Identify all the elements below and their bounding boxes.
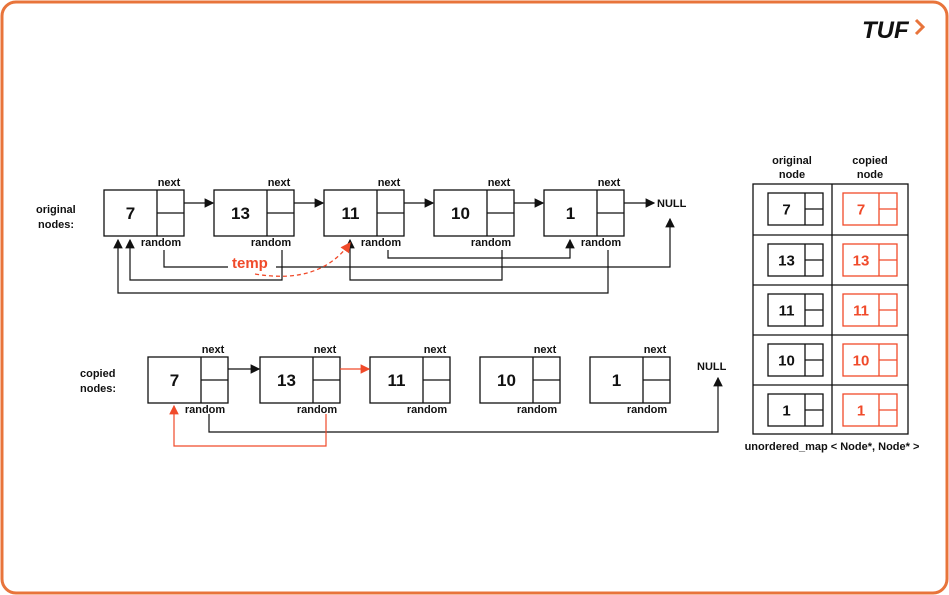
node-value: 13 [277, 371, 296, 390]
original-label-2: nodes: [38, 219, 74, 231]
node-value: 10 [451, 204, 470, 223]
temp-dashed-arrow [254, 241, 351, 277]
node-value: 11 [853, 302, 869, 319]
original-node-1: 13 next random [213, 177, 295, 249]
map-original-node-2: 11 [767, 293, 824, 327]
copied-label: copied [80, 368, 115, 380]
node-value: 10 [778, 352, 795, 369]
random-label: random [517, 404, 558, 416]
copied-node-0: 7 next random [147, 344, 229, 416]
original-label: original [36, 204, 76, 216]
map-copied-node-1: 13 [842, 243, 898, 277]
random-label: random [297, 404, 338, 416]
original-random-arrows [113, 217, 675, 294]
random-label: random [471, 237, 512, 249]
node-value: 1 [857, 402, 865, 419]
copied-random-arrow-7 [208, 376, 723, 433]
original-node-2: 11 next random [323, 177, 405, 249]
tuf-logo: TUF [862, 17, 926, 44]
next-label: next [534, 344, 557, 356]
next-label: next [378, 177, 401, 189]
map-copied-node-3: 10 [842, 343, 898, 377]
node-value: 7 [126, 204, 135, 223]
node-value: 7 [782, 201, 790, 218]
random-label: random [581, 237, 622, 249]
copied-node-4: 1 next random [589, 344, 671, 416]
map-original-node-3: 10 [767, 343, 824, 377]
map-copied-node-0: 7 [842, 192, 898, 226]
node-value: 13 [778, 252, 795, 269]
map-header-original-2: node [779, 169, 805, 181]
original-node-4: 1 next random [543, 177, 625, 249]
random-label: random [141, 237, 182, 249]
random-label: random [361, 237, 402, 249]
map-copied-node-4: 1 [842, 393, 898, 427]
map-header-copied: copied [852, 155, 887, 167]
next-label: next [644, 344, 667, 356]
copied-label-2: nodes: [80, 383, 116, 395]
temp-label: temp [232, 255, 268, 272]
node-value: 13 [231, 204, 250, 223]
copied-null: NULL [697, 361, 727, 373]
copied-node-2: 11 next random [369, 344, 451, 416]
next-label: next [598, 177, 621, 189]
node-value: 7 [170, 371, 179, 390]
node-value: 10 [497, 371, 516, 390]
node-value: 11 [388, 371, 406, 390]
next-label: next [488, 177, 511, 189]
map-copied-node-2: 11 [842, 293, 898, 327]
node-value: 1 [612, 371, 621, 390]
original-null: NULL [657, 198, 687, 210]
node-value: 10 [853, 352, 870, 369]
next-label: next [158, 177, 181, 189]
original-node-3: 10 next random [433, 177, 515, 249]
random-label: random [185, 404, 226, 416]
map-header-original: original [772, 155, 812, 167]
map-original-node-1: 13 [767, 243, 824, 277]
map-header-copied-2: node [857, 169, 883, 181]
next-label: next [202, 344, 225, 356]
node-value: 1 [566, 204, 575, 223]
copied-random-arrow-13 [169, 404, 327, 447]
map-caption: unordered_map < Node*, Node* > [745, 441, 920, 453]
random-label: random [251, 237, 292, 249]
copied-node-1: 13 next random [259, 344, 341, 416]
original-node-0: 7 next random [103, 177, 185, 249]
node-value: 11 [342, 204, 360, 223]
node-value: 13 [853, 252, 870, 269]
random-label: random [627, 404, 668, 416]
random-label: random [407, 404, 448, 416]
next-label: next [314, 344, 337, 356]
map-original-node-4: 1 [767, 393, 824, 427]
svg-text:TUF: TUF [862, 17, 910, 44]
node-value: 7 [857, 201, 865, 218]
node-value: 1 [782, 402, 790, 419]
next-label: next [268, 177, 291, 189]
copied-node-3: 10 next random [479, 344, 561, 416]
map-original-node-0: 7 [767, 192, 824, 226]
next-label: next [424, 344, 447, 356]
node-value: 11 [779, 302, 795, 319]
